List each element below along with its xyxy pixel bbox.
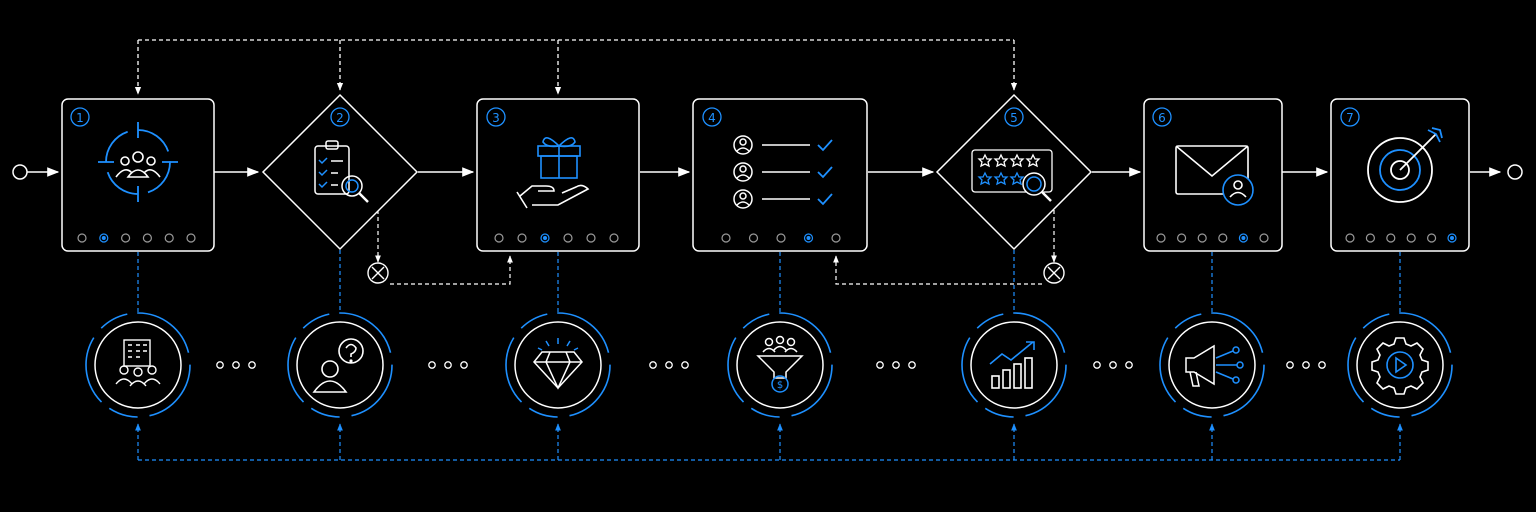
progress-dot [831,233,841,243]
step-3-box[interactable]: 3 [476,98,640,252]
progress-dot [1406,233,1416,243]
progress-dot-fill [1450,236,1454,240]
step-number: 5 [1010,111,1018,125]
outcome-ring-outer [505,312,611,418]
progress-dot [186,233,196,243]
outcome-ring-inner [1356,321,1444,409]
rating-review-icon [971,149,1053,202]
outcome-ring-outer [1159,312,1265,418]
step-number: 6 [1158,111,1166,125]
reject-loops [375,210,1057,285]
growth-chart-icon [989,341,1035,389]
progress-dot [1176,233,1187,243]
team-building-icon [115,339,161,387]
outcome-node-7[interactable] [1347,312,1453,418]
gear-play-icon [1371,337,1429,395]
outcome-ring-outer [287,312,393,418]
outcome-ring-inner [1168,321,1256,409]
step-progress-dots [77,233,196,243]
reject-x-icon [1043,262,1065,284]
step-number: 4 [708,111,716,125]
progress-dot [1259,233,1269,243]
outcome-ring-inner [94,321,182,409]
step-4-box[interactable]: 4 [692,98,868,252]
bottom-feedback-connectors [135,423,1403,461]
outcome-ring-outer [961,312,1067,418]
progress-dot [1386,233,1396,243]
outcome-node-2[interactable] [287,312,393,418]
progress-dot [748,233,759,243]
outcome-node-1[interactable] [85,312,191,418]
bottom-outcome-nodes [85,312,1453,418]
progress-dot-fill [806,236,811,240]
progress-dot [164,233,174,243]
progress-dot-active [540,233,550,243]
outcome-ring-inner [736,321,824,409]
progress-dot-active [803,233,814,243]
ellipsis-dots [216,361,1326,369]
sales-funnel-icon: $ [756,335,804,393]
step-number: 7 [1346,111,1354,125]
step-progress-dots [1345,233,1457,243]
megaphone-network-icon [1185,344,1244,387]
outcome-ring-inner [296,321,384,409]
progress-dot [1426,233,1437,243]
outcome-ring-inner [514,321,602,409]
main-flow-connectors [12,164,1523,180]
progress-dot [1197,233,1207,243]
progress-dot [517,233,527,243]
user-checklist-icon [733,135,833,209]
outcome-ring-outer [85,312,191,418]
progress-dot-active [1238,233,1249,243]
progress-dot-fill [101,236,106,240]
outcome-node-3[interactable] [505,312,611,418]
step-number: 2 [336,111,344,125]
start-node [12,164,28,180]
outcome-node-6[interactable] [1159,312,1265,418]
target-group-icon [98,122,178,202]
step-to-outcome-links [137,250,1401,312]
reject-x-icon [367,262,389,284]
progress-dot [494,233,504,243]
step-progress-dots [721,233,841,243]
email-user-icon [1175,145,1254,206]
progress-dot [721,233,731,243]
progress-dot [120,233,131,243]
step-5-decision[interactable]: 5 [935,93,1093,251]
progress-dot [1365,233,1376,243]
progress-dot-active [99,233,109,243]
end-node [1507,164,1523,180]
outcome-ring-outer [727,312,833,418]
step-progress-dots [494,233,619,243]
step-7-box[interactable]: 7 [1330,98,1470,252]
progress-dot [563,233,573,243]
progress-dot [586,233,596,243]
outcome-node-4[interactable] [727,312,833,418]
clipboard-magnifier-icon [314,140,369,203]
progress-dot-active [1447,233,1457,243]
progress-dot [609,233,619,243]
step-1-box[interactable]: 1 [61,98,215,252]
progress-dot [1218,233,1228,243]
step-2-decision[interactable]: 2 [261,93,419,251]
progress-dot-fill [543,236,547,240]
step-progress-dots [1156,233,1269,243]
progress-dot-fill [1241,236,1246,240]
progress-dot [776,233,786,243]
step-number: 1 [76,111,84,125]
step-6-box[interactable]: 6 [1143,98,1283,252]
outcome-ring-outer [1347,312,1453,418]
progress-dot [77,233,87,243]
progress-dot [142,233,152,243]
bullseye-arrow-icon [1367,127,1443,203]
svg-text:$: $ [777,380,783,391]
diamond-icon [533,338,583,390]
user-question-icon [312,338,364,393]
step-number: 3 [492,111,500,125]
top-feedback-connectors [134,39,1018,95]
progress-dot [1156,233,1166,243]
progress-dot [1345,233,1355,243]
gift-hand-icon [516,137,590,209]
